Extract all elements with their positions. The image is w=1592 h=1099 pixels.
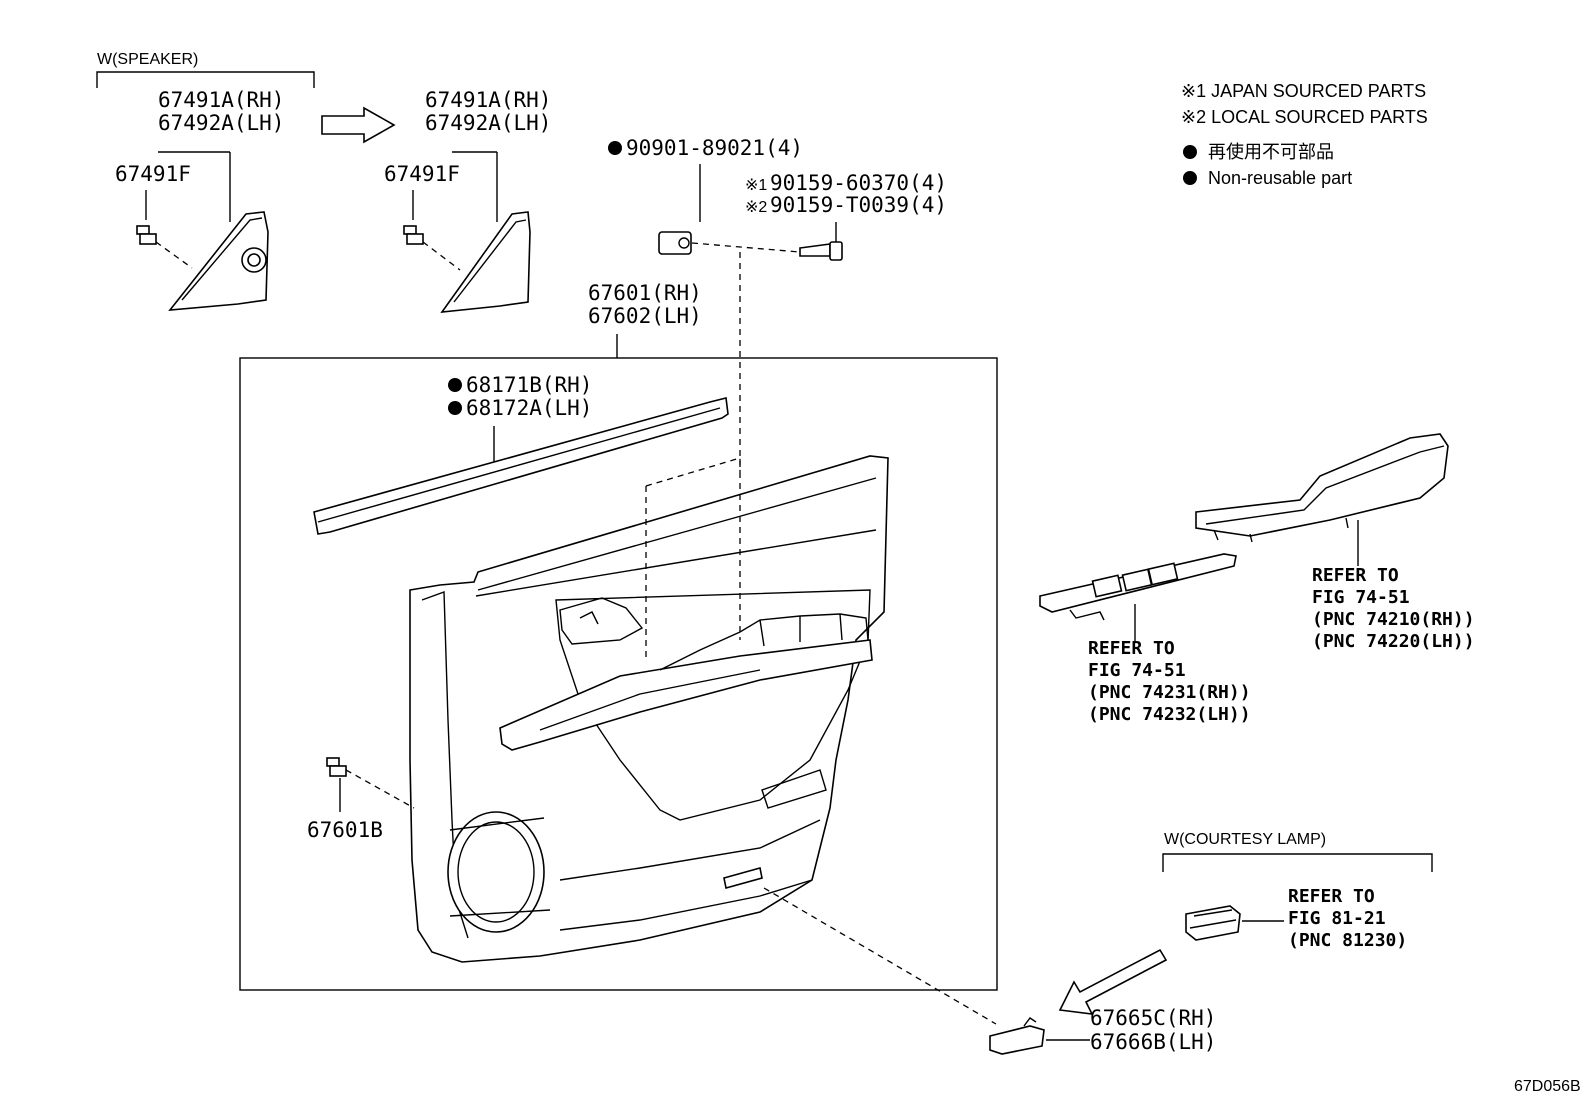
leader-67491a-2 (452, 151, 498, 222)
label-90159-t0039: 90159-T0039(4) (770, 193, 947, 217)
label-67665c-rh: 67665C(RH) (1090, 1006, 1216, 1030)
legend-nonreusable-jp: 再使用不可部品 (1208, 142, 1334, 162)
ref-switch-line4: (PNC 74232(LH)) (1088, 704, 1251, 725)
install-line-clip-67601b (345, 769, 415, 809)
label-90159-60370: 90159-60370(4) (770, 171, 947, 195)
legend-nonreusable-en: Non-reusable part (1208, 168, 1352, 188)
tweeter-cover-67491a-2 (440, 211, 531, 313)
speaker-group-bracket (96, 71, 315, 88)
diagram-id: 67D056B (1514, 1078, 1581, 1095)
label-68171b-rh: 68171B(RH) (466, 373, 592, 397)
install-line-nut-to-panel (645, 457, 741, 660)
leader-67491a-1 (158, 151, 231, 222)
ref-armrest-line2: FIG 74-51 (1312, 587, 1410, 608)
label-67666b-lh: 67666B(LH) (1090, 1030, 1216, 1054)
ref-lamp-line1: REFER TO (1288, 886, 1375, 907)
door-panel-frame (239, 357, 998, 991)
nut-90901-89021 (658, 231, 692, 255)
install-line-lamp-lens (763, 887, 997, 1025)
label-67491f-1: 67491F (115, 162, 191, 186)
nonreusable-mark-weatherstrip-lh (448, 401, 462, 415)
clip-67601b (326, 757, 347, 777)
label-67601-rh: 67601(RH) (588, 281, 702, 305)
ref-armrest-line3: (PNC 74210(RH)) (1312, 609, 1475, 630)
revision-arrow (321, 106, 396, 144)
screw-90159 (799, 241, 843, 261)
label-67602-lh: 67602(LH) (588, 304, 702, 328)
nonreusable-mark-weatherstrip-rh (448, 378, 462, 392)
legend-nonreusable-mark-2 (1183, 171, 1197, 185)
nonreusable-mark-nut (608, 141, 622, 155)
label-90901-89021: 90901-89021(4) (626, 136, 803, 160)
ref-switch-line3: (PNC 74231(RH)) (1088, 682, 1251, 703)
weatherstrip-68171b (313, 397, 729, 535)
location-arrow (1058, 948, 1168, 1015)
ref-lamp-line3: (PNC 81230) (1288, 930, 1407, 951)
lamp-lens-67665c (989, 1017, 1045, 1055)
legend-nonreusable-mark-1 (1183, 145, 1197, 159)
label-67492a-lh-1: 67492A(LH) (158, 111, 284, 135)
label-67492a-lh-2: 67492A(LH) (425, 111, 551, 135)
courtesy-group-label: W(COURTESY LAMP) (1164, 831, 1326, 848)
mark-local-screw: ※2 (745, 199, 767, 216)
courtesy-group-bracket (1162, 853, 1433, 872)
clip-67491f-1 (136, 225, 157, 245)
ref-lamp-line2: FIG 81-21 (1288, 908, 1386, 929)
install-line-nut-screw (691, 242, 801, 253)
label-67601b: 67601B (307, 818, 383, 842)
label-67491a-rh-1: 67491A(RH) (158, 88, 284, 112)
install-line-67491f-1 (155, 241, 193, 269)
ref-armrest-line1: REFER TO (1312, 565, 1399, 586)
legend-note-japan: ※1 JAPAN SOURCED PARTS (1181, 81, 1426, 101)
power-window-switch-base (1039, 553, 1237, 621)
ref-switch-line1: REFER TO (1088, 638, 1175, 659)
ref-switch-line2: FIG 74-51 (1088, 660, 1186, 681)
label-68172a-lh: 68172A(LH) (466, 396, 592, 420)
legend-note-local: ※2 LOCAL SOURCED PARTS (1181, 107, 1428, 127)
tweeter-cover-67491a-1 (168, 211, 269, 311)
install-line-67491f-2 (422, 241, 461, 271)
armrest-part (1195, 433, 1449, 543)
label-67491f-2: 67491F (384, 162, 460, 186)
door-trim-panel (409, 455, 889, 963)
speaker-group-label: W(SPEAKER) (97, 51, 198, 68)
clip-67491f-2 (403, 225, 424, 245)
courtesy-lamp (1185, 905, 1241, 941)
ref-armrest-line4: (PNC 74220(LH)) (1312, 631, 1475, 652)
label-67491a-rh-2: 67491A(RH) (425, 88, 551, 112)
mark-japan-screw: ※1 (745, 177, 767, 194)
